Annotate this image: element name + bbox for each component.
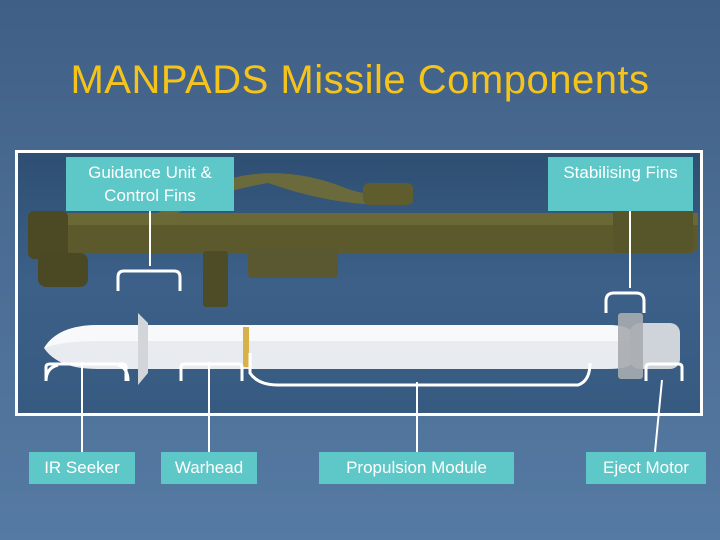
label-guidance-line1: Guidance Unit & [66,161,234,184]
label-guidance-unit: Guidance Unit & Control Fins [66,157,234,211]
label-warhead: Warhead [161,452,257,484]
label-eject-motor: Eject Motor [586,452,706,484]
label-stabilising-fins: Stabilising Fins [548,157,693,211]
label-guidance-line2: Control Fins [66,184,234,207]
label-ir-seeker: IR Seeker [29,452,135,484]
label-propulsion-module: Propulsion Module [319,452,514,484]
